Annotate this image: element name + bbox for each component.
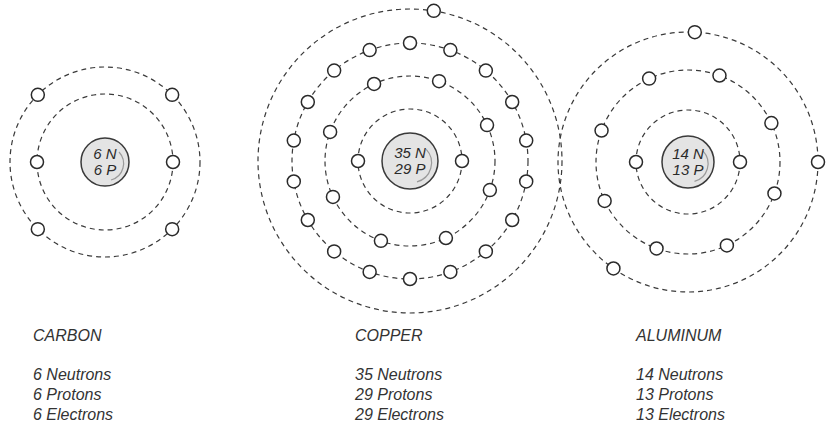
electron [328,245,341,258]
electron [481,119,494,132]
nucleus-count: 14 N [672,146,704,162]
electron [324,125,337,138]
electron [404,273,417,286]
electron [31,156,44,169]
atom-orbits [258,4,562,313]
electron [598,194,611,207]
nucleus-count: 6 N [93,146,116,162]
nucleus: 14 N13 P [661,135,715,189]
orbit-ring [558,32,818,292]
electron [374,234,387,247]
nucleus-count: 29 P [395,161,426,177]
electron [630,156,643,169]
orbit-ring [358,109,462,213]
orbit-ring [10,67,200,257]
nucleus-count: 6 P [94,162,117,178]
electron [444,44,457,57]
electron [812,156,825,169]
particle-count: 6 Neutrons [33,365,111,385]
electron [506,96,519,109]
electron [287,175,300,188]
electron [301,214,314,227]
orbit-ring [258,9,562,313]
electron [479,245,492,258]
electron [444,265,457,278]
electron [506,214,519,227]
electron [720,239,733,252]
electron [166,223,179,236]
electron [456,155,469,168]
particle-count: 6 Protons [33,385,101,405]
electron [427,4,440,17]
electron [520,175,533,188]
electron [368,77,381,90]
electron [31,223,44,236]
particle-count: 29 Electrons [355,405,444,425]
electron [595,124,608,137]
orbit-ring [636,110,740,214]
element-name: ALUMINUM [636,326,721,346]
electron [363,44,376,57]
electron [713,69,726,82]
electron [734,156,747,169]
electron [433,75,446,88]
electron [404,37,417,50]
electron [607,262,620,275]
electron [650,242,663,255]
particle-count: 35 Neutrons [355,365,442,385]
orbit-ring [596,70,780,254]
particle-count: 13 Protons [636,385,713,405]
particle-count: 13 Electrons [636,405,725,425]
electron [167,156,180,169]
electron [287,134,300,147]
element-name: COPPER [355,326,423,346]
electron [688,26,701,39]
electron [643,72,656,85]
electron [765,117,778,130]
electron [520,134,533,147]
electron [31,88,44,101]
electron [352,155,365,168]
electron [166,88,179,101]
electron [363,265,376,278]
electron [479,64,492,77]
particle-count: 29 Protons [355,385,432,405]
orbit-ring [292,43,528,279]
nucleus-count: 35 N [394,145,426,161]
electron [768,187,781,200]
atom-orbits [10,67,200,257]
nucleus-count: 13 P [673,162,704,178]
orbit-ring [37,94,173,230]
element-name: CARBON [33,326,101,346]
electron [328,64,341,77]
particle-count: 14 Neutrons [636,365,723,385]
electron [326,190,339,203]
orbit-ring [325,76,495,246]
nucleus: 35 N29 P [381,132,439,190]
electron [301,96,314,109]
particle-count: 6 Electrons [33,405,113,425]
electron [483,184,496,197]
atom-orbits [558,26,825,292]
electron [439,232,452,245]
nucleus: 6 N6 P [80,137,130,187]
